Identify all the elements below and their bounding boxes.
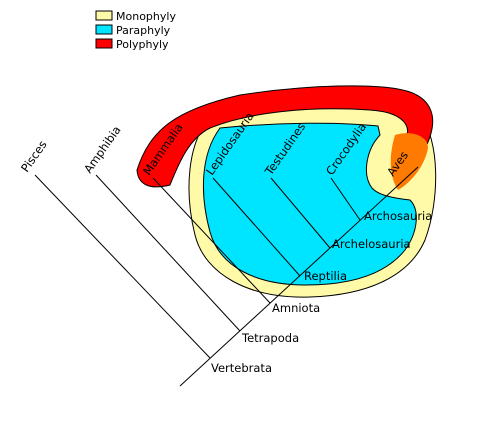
clade-label-vertebrata: Vertebrata: [211, 361, 272, 375]
branch-lepidosauria: [212, 177, 301, 277]
legend-label-paraphyly: Paraphyly: [116, 24, 171, 37]
branch-crocodylia: [330, 177, 361, 221]
trunk-line: [179, 166, 419, 387]
cladogram-tree: [34, 166, 419, 387]
legend-swatch-polyphyly: [95, 38, 113, 49]
legend-swatch-paraphyly: [95, 24, 113, 35]
branch-testudines: [270, 177, 331, 249]
clade-label-archelosauria: Archelosauria: [332, 237, 411, 251]
aves-overlap-region: [390, 133, 428, 190]
legend-label-polyphyly: Polyphyly: [116, 38, 169, 51]
clade-label-tetrapoda: Tetrapoda: [241, 331, 299, 345]
legend: Monophyly Paraphyly Polyphyly: [95, 10, 176, 51]
taxon-label-amphibia: Amphibia: [81, 123, 124, 176]
legend-label-monophyly: Monophyly: [116, 10, 176, 23]
branch-pisces: [34, 174, 211, 359]
clade-label-reptilia: Reptilia: [304, 269, 347, 283]
clade-label-archosauria: Archosauria: [364, 209, 432, 223]
paraphyly-region: [203, 122, 417, 286]
taxon-label-pisces: Pisces: [18, 138, 50, 175]
legend-swatch-monophyly: [95, 10, 113, 21]
branch-amphibia: [95, 174, 241, 332]
clade-labels: Archosauria Archelosauria Reptilia Amnio…: [211, 209, 432, 375]
branch-mammalia: [152, 177, 271, 304]
clade-label-amniota: Amniota: [272, 301, 320, 315]
